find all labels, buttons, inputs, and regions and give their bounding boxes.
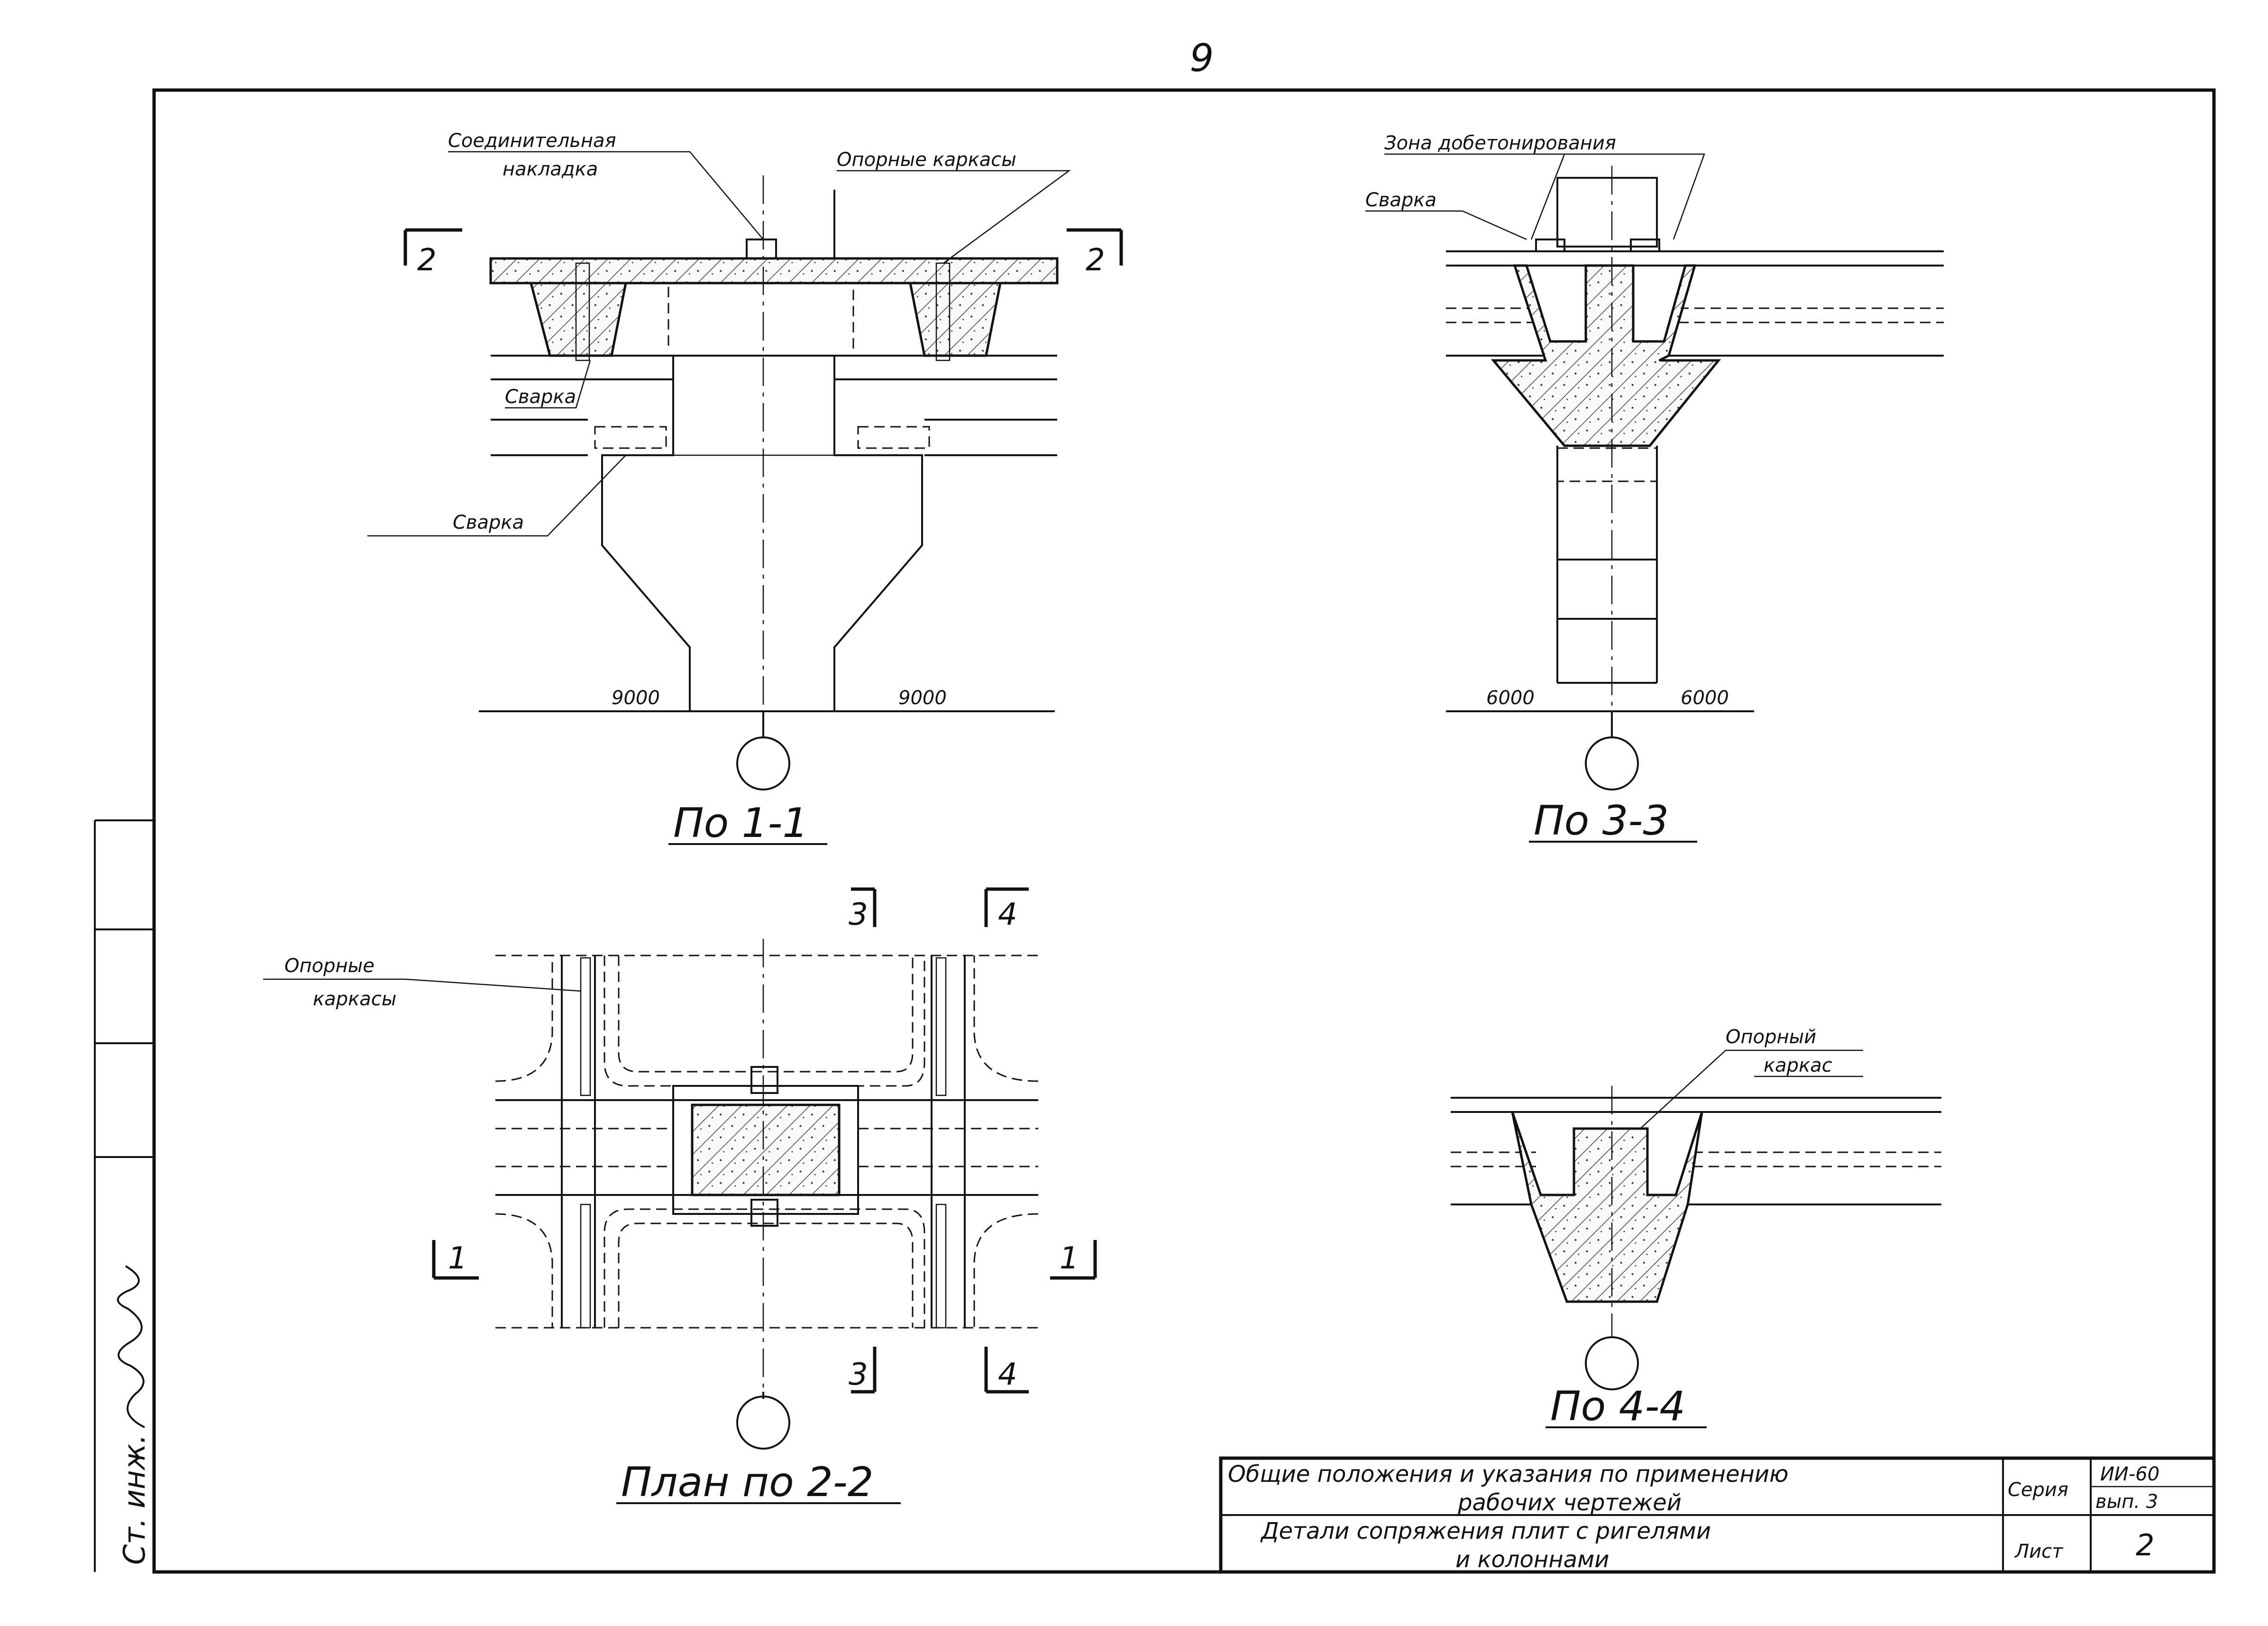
label-support-cages: Опорные каркасы <box>837 149 1016 171</box>
span-left-9000: 9000 <box>612 687 660 709</box>
sheet-frame <box>152 88 2216 1574</box>
support-cage-left <box>575 262 590 361</box>
title-section-1-1: По 1-1 <box>673 799 808 847</box>
section-3-3: Зона добетонирования Сварка 6000 6000 По… <box>1365 132 1944 845</box>
axis-marker-3-3 <box>1585 736 1639 790</box>
axis-marker-4-4 <box>1585 1336 1639 1390</box>
title-plan-2-2: План по 2-2 <box>621 1459 874 1506</box>
section-4-4-infill <box>1511 1112 1703 1303</box>
cut-mark-2-right: 2 <box>1086 243 1105 278</box>
label-weld-3-3: Сварка <box>1365 189 1436 211</box>
sheet-value: 2 <box>2136 1528 2154 1562</box>
label-supports-plan-2: каркасы <box>313 988 396 1010</box>
general-title-line1: Общие положения и указания по применению <box>1228 1461 1788 1488</box>
cut-4-top: 4 <box>998 897 1017 932</box>
support-cage-right <box>935 262 951 361</box>
cut-1-right: 1 <box>1060 1241 1079 1276</box>
cut-4-bottom: 4 <box>998 1357 1017 1392</box>
series-value: ИИ-60 <box>2100 1463 2159 1485</box>
connector-bottom <box>750 1199 778 1227</box>
label-supports-plan-1: Опорные <box>284 955 375 977</box>
connector-top <box>750 1066 778 1094</box>
sheet-label: Лист <box>2014 1541 2064 1562</box>
label-connector-line1: Соединительная <box>448 130 616 152</box>
label-infill-zone: Зона добетонирования <box>1384 132 1616 154</box>
sheet-title-line2: и колоннами <box>1455 1546 1609 1573</box>
cut-mark-2-left: 2 <box>417 243 437 278</box>
title-block: Общие положения и указания по применению… <box>1219 1456 2216 1574</box>
column-section-plan <box>691 1103 841 1196</box>
side-stamp: Ст. инж. <box>94 819 154 1572</box>
title-section-4-4: По 4-4 <box>1550 1383 1685 1430</box>
series-label: Серия <box>2008 1479 2068 1501</box>
right-rib <box>908 282 1002 357</box>
span-left-6000: 6000 <box>1486 687 1535 709</box>
axis-marker-plan <box>736 1396 790 1450</box>
span-right-6000: 6000 <box>1681 687 1729 709</box>
general-title-line2: рабочих чертежей <box>1457 1489 1682 1516</box>
cut-1-left: 1 <box>448 1241 467 1276</box>
label-weld-1: Сварка <box>505 386 576 408</box>
page-number: 9 <box>1190 36 1214 80</box>
sheet-title-line1: Детали сопряжения плит с ригелями <box>1260 1518 1711 1544</box>
cut-3-bottom: 3 <box>849 1357 868 1392</box>
cut-3-top: 3 <box>849 897 868 932</box>
signature-role-text: Ст. инж. <box>117 1434 152 1565</box>
left-rib <box>529 282 628 357</box>
infill-zone <box>1491 264 1721 447</box>
issue-value: вып. 3 <box>2095 1491 2158 1513</box>
label-support-cage-4-4-line2: каркас <box>1764 1055 1832 1076</box>
handwritten-signature <box>117 1265 145 1428</box>
label-connector-line2: накладка <box>503 158 598 180</box>
section-1-1: 2 2 Соединительная накладка Опорные карк… <box>367 130 1123 847</box>
plan-2-2: 3 4 3 4 1 1 Опорные каркасы План по 2-2 <box>263 887 1097 1506</box>
label-weld-2: Сварка <box>453 512 524 533</box>
title-section-3-3: По 3-3 <box>1534 797 1669 845</box>
span-right-9000: 9000 <box>898 687 947 709</box>
connector-plate <box>746 239 777 259</box>
axis-marker-1-1 <box>736 736 790 790</box>
section-4-4: Опорный каркас По 4-4 <box>1451 1026 1941 1430</box>
label-support-cage-4-4-line1: Опорный <box>1726 1026 1816 1048</box>
